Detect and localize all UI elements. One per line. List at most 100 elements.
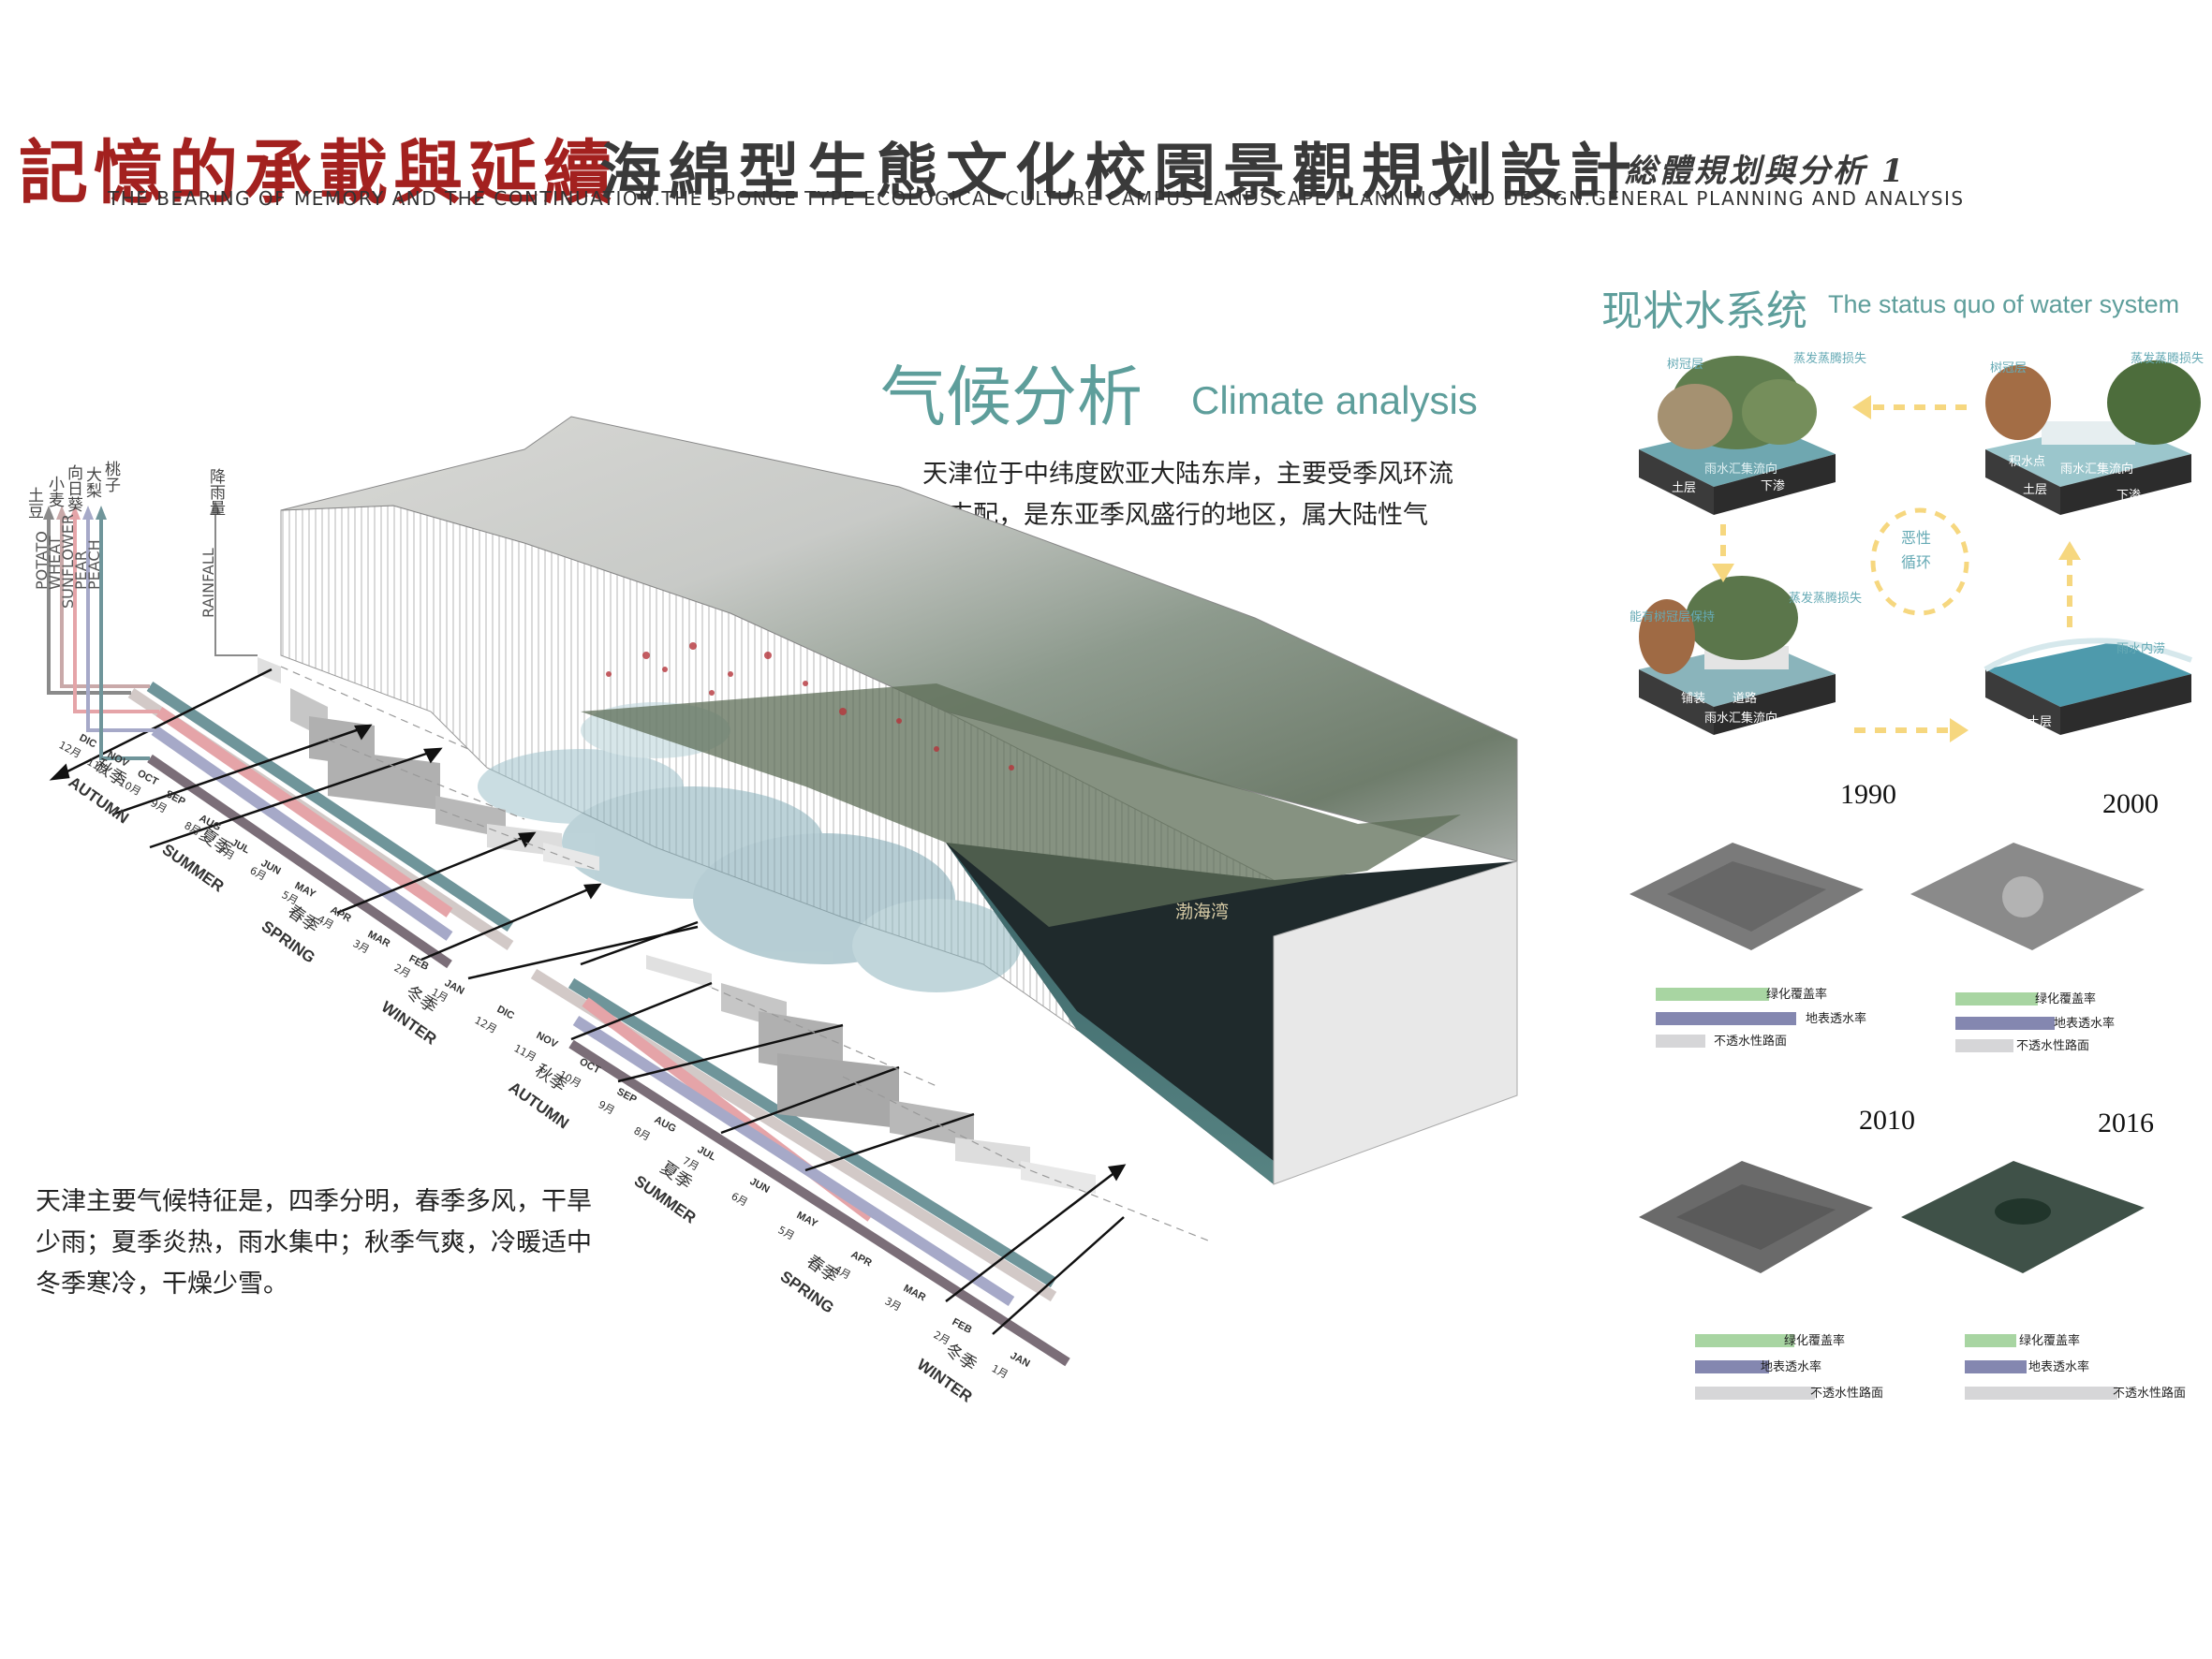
year-2000: 2000	[2102, 788, 2159, 819]
legend-2016: 绿化覆盖率 地表透水率 不透水性路面	[1965, 1334, 2212, 1401]
label-permeable-2000: 地表透水率	[2054, 1017, 2116, 1031]
month-en-jun-2: JUN	[748, 1176, 772, 1196]
land-cover-maps	[1630, 843, 2145, 1273]
bar-permeable-2010	[1695, 1360, 1769, 1373]
climate-title-en: Climate analysis	[1191, 378, 1478, 422]
bar-permeable-1990	[1656, 1012, 1796, 1025]
crop-cn-peach: 桃子	[101, 461, 121, 492]
month-cn-1-2: 1月	[990, 1362, 1010, 1381]
month-en-dic-2: DIC	[495, 1004, 516, 1022]
tl-tree-label: 树冠层	[1667, 358, 1704, 372]
crop-arrows	[47, 510, 258, 760]
terrain-surface	[280, 416, 1518, 862]
br-water-label: 雨水内涝	[2116, 642, 2166, 656]
month-cn-3-2: 3月	[883, 1295, 904, 1314]
label-green-1990: 绿化覆盖率	[1766, 988, 1828, 1002]
tr-tree-label: 树冠层	[1990, 361, 2028, 375]
month-en-may-2: MAY	[795, 1210, 820, 1230]
label-green-2010: 绿化覆盖率	[1784, 1334, 1846, 1348]
cycle-block-tr	[1985, 360, 2201, 515]
month-cn-11-2: 11月	[512, 1042, 538, 1064]
cycle-block-tl	[1639, 356, 1836, 515]
rainfall-blocks-lower	[646, 955, 1096, 1194]
map-2010	[1639, 1161, 1873, 1273]
title-red: 記憶的承載與延續	[19, 133, 618, 213]
month-cn-12-2: 12月	[473, 1014, 499, 1035]
season-cn-autumn-2: 秋季	[531, 1061, 570, 1096]
title-side: 総體規划與分析 1	[1625, 153, 1907, 190]
rainfall-cn: 降雨量	[206, 468, 226, 516]
timeline-upper	[127, 682, 514, 969]
tr-soil-label: 土层	[2023, 483, 2048, 497]
tr-seep-label: 下渗	[2116, 489, 2142, 503]
bar-permeable-2000	[1955, 1017, 2055, 1030]
bar-permeable-2016	[1965, 1360, 2027, 1373]
crop-en-sunflower: SUNFLOWER	[59, 514, 77, 609]
header: 記憶的承載與延續 海綿型生態文化校園景觀規划設計 総體規划與分析 1	[19, 117, 2079, 229]
water-title-cn: 现状水系统	[1601, 287, 1807, 335]
title-main: 海綿型生態文化校園景觀規划設計	[599, 136, 1639, 209]
bar-impervious-2010	[1695, 1387, 1815, 1400]
cycle-block-bl	[1639, 576, 1836, 735]
crop-en-pear: PEAR	[72, 551, 90, 590]
water-cycle-diagram: 恶性 循环	[1639, 356, 2201, 742]
climate-features: 天津主要气候特征是，四季分明，春季多风，干旱少雨；夏季炎热，雨水集中；秋季气爽，…	[36, 1187, 592, 1299]
bl-soil-label: 土层	[1672, 727, 1697, 741]
tl-flow-label: 雨水汇集流向	[1704, 462, 1778, 477]
label-impervious-1990: 不透水性路面	[1714, 1035, 1788, 1049]
sea-label: 渤海湾	[1175, 902, 1229, 922]
cycle-center-1: 恶性	[1901, 529, 1931, 547]
bar-impervious-2016	[1965, 1387, 2117, 1400]
label-green-2016: 绿化覆盖率	[2019, 1334, 2081, 1348]
tr-evap-label: 蒸发蒸腾损失	[2131, 352, 2205, 366]
month-en-apr-2: APR	[849, 1249, 874, 1270]
cycle-arrows	[1720, 404, 2072, 733]
legend-1990: 绿化覆盖率 地表透水率 不透水性路面	[1656, 988, 1937, 1053]
label-permeable-2016: 地表透水率	[2028, 1360, 2090, 1374]
crop-en-wheat: WHEAT	[46, 536, 64, 590]
tl-soil-label: 土层	[1672, 481, 1697, 495]
bar-green-1990	[1656, 988, 1769, 1001]
tr-flow-label: 雨水汇集流向	[2060, 462, 2134, 477]
timeline-lower	[530, 968, 1070, 1367]
tl-seep-label: 下渗	[1761, 479, 1786, 493]
tr-pond-label: 积水点	[2009, 455, 2046, 469]
month-cn-3-1: 3月	[351, 937, 372, 956]
crop-en-potato: POTATO	[33, 531, 51, 590]
bl-pave-label: 铺装	[1681, 692, 1706, 706]
month-cn-9-1: 9月	[149, 797, 170, 815]
map-2016	[1901, 1161, 2145, 1273]
bar-green-2016	[1965, 1334, 2016, 1347]
crop-en-peach: PEACH	[85, 539, 103, 590]
year-2016: 2016	[2098, 1108, 2154, 1138]
bar-impervious-1990	[1656, 1035, 1705, 1048]
rainfall-en: RAINFALL	[199, 548, 217, 618]
label-impervious-2000: 不透水性路面	[2016, 1039, 2090, 1053]
month-en-jan-2: JAN	[1009, 1350, 1032, 1370]
bl-flow-label: 雨水汇集流向	[1704, 712, 1778, 726]
cycle-arrowheads	[1712, 395, 2081, 742]
month-cn-2-1: 2月	[392, 962, 413, 980]
bar-impervious-2000	[1955, 1039, 2013, 1052]
bl-evap-label: 蒸发蒸腾损失	[1789, 592, 1863, 606]
month-en-aug-2: AUG	[653, 1114, 678, 1135]
cycle-labels: 树冠层 蒸发蒸腾损失 雨水汇集流向 土层 下渗 树冠层 蒸发蒸腾损失 积水点 雨…	[1630, 337, 2210, 786]
month-en-feb-2: FEB	[951, 1316, 974, 1336]
subtitle: THE BEARING OF MEMORY AND THE CONTINUATI…	[108, 187, 1965, 210]
bar-green-2010	[1695, 1334, 1794, 1347]
month-en-mar-2: MAR	[902, 1283, 928, 1303]
bar-green-2000	[1955, 992, 2038, 1006]
label-impervious-2010: 不透水性路面	[1810, 1387, 1884, 1401]
crop-cn-sunflower: 向日葵	[64, 464, 83, 512]
label-green-2000: 绿化覆盖率	[2035, 992, 2097, 1006]
crop-arrowheads	[43, 501, 221, 520]
urban-dots	[606, 642, 1014, 771]
crop-cn-potato: 土豆	[24, 487, 44, 519]
bl-seep-label: 下渗	[1770, 725, 1795, 739]
map-1990	[1630, 843, 1864, 950]
map-2000	[1910, 843, 2145, 950]
climate-title-cn: 气候分析	[880, 359, 1143, 435]
month-cn-8-2: 8月	[632, 1124, 653, 1143]
month-en-nov-2: NOV	[535, 1030, 560, 1050]
